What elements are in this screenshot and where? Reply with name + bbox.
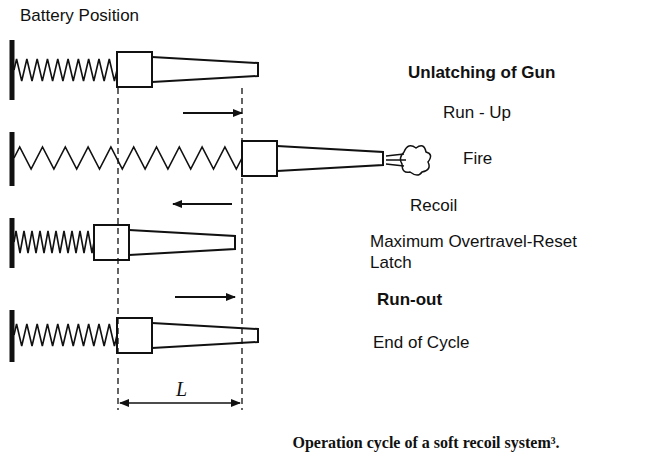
wall: [10, 40, 15, 100]
gun-breech: [94, 225, 129, 260]
gun-breech: [242, 141, 277, 176]
motion-arrow: [173, 203, 232, 205]
reference-line: [117, 88, 118, 410]
gun-barrel: [277, 146, 383, 171]
muzzle-blast: [386, 154, 406, 166]
phase-label: Recoil: [410, 195, 457, 216]
wall: [10, 218, 15, 268]
dimension-line: [120, 402, 240, 404]
recoil-spring: [14, 324, 117, 346]
motion-arrow: [175, 296, 235, 298]
phase-label: Maximum Overtravel-Reset Latch: [370, 231, 580, 273]
dimension-label: L: [176, 379, 187, 400]
phase-label: End of Cycle: [373, 332, 469, 353]
recoil-spring: [14, 231, 94, 253]
gun-breech: [117, 318, 152, 353]
phase-label: Run - Up: [443, 102, 511, 123]
figure-caption: Operation cycle of a soft recoil system³…: [292, 432, 559, 453]
gun-breech: [117, 52, 152, 87]
position-label: Battery Position: [20, 5, 139, 26]
recoil-spring: [14, 59, 117, 81]
gun-barrel: [152, 57, 258, 82]
reference-line: [241, 88, 242, 410]
wall: [10, 132, 15, 186]
gun-barrel: [129, 230, 235, 255]
smoke-cloud: [400, 146, 430, 175]
phase-label: Fire: [463, 148, 492, 169]
motion-arrow: [183, 112, 242, 114]
gun-barrel: [152, 323, 258, 348]
wall: [10, 310, 15, 362]
phase-label: Unlatching of Gun: [408, 62, 555, 83]
phase-label: Run-out: [377, 289, 442, 310]
recoil-spring: [14, 147, 242, 169]
